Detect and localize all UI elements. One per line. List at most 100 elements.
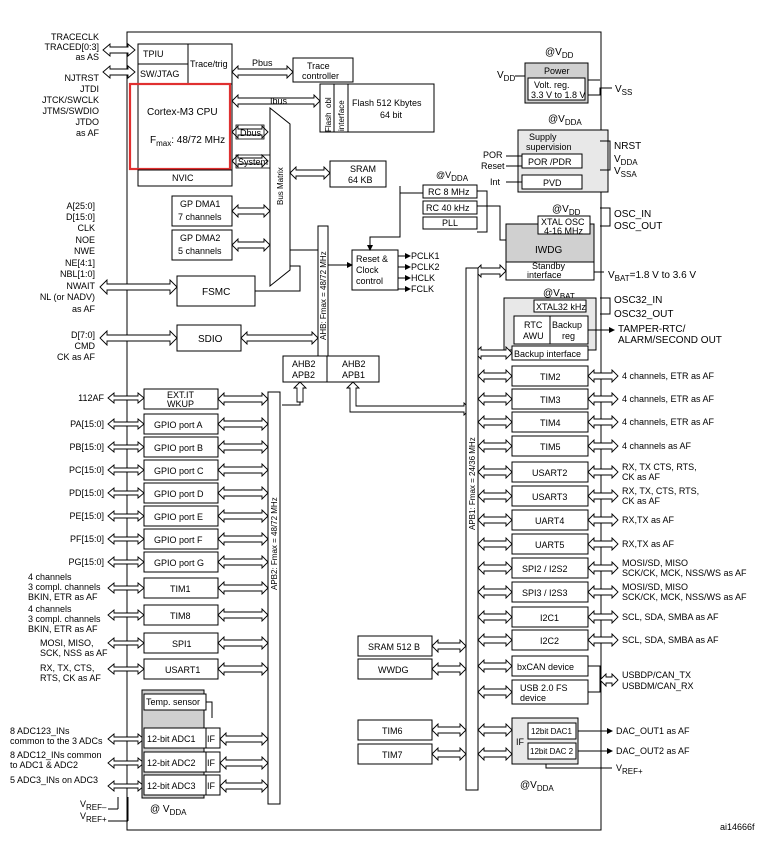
pin-pe: PE[15:0] <box>69 511 104 521</box>
pll-block <box>422 216 478 230</box>
nvic-block <box>137 169 233 187</box>
tim7-label: TIM7 <box>382 750 403 760</box>
dac1-block <box>527 722 577 740</box>
sig-usb-dm: USBDM/CAN_RX <box>622 681 694 691</box>
backup-reg-block <box>549 315 589 345</box>
trace-controller-label-1: Trace <box>307 61 330 71</box>
osc32-in-label: OSC32_IN <box>614 295 662 306</box>
usart2-label: USART2 <box>532 468 567 478</box>
hclk-label: HCLK <box>411 273 435 283</box>
sig-spi2-2: SCK/CK, MCK, NSS/WS as AF <box>622 568 747 578</box>
pin-vref-minus: VREF– <box>80 799 107 812</box>
pin-njtrst: NJTRST <box>65 73 100 83</box>
osc-out-label: OSC_OUT <box>614 221 662 232</box>
rc-40khz-block <box>422 200 478 215</box>
pin-tim8-1: 4 channels <box>28 604 72 614</box>
pin-fsmc-as-af: as AF <box>72 304 96 314</box>
ahb-label: AHB: Fmax = 48/72 MHz <box>319 251 328 340</box>
vdd-xtal-label: @VDD <box>552 204 581 217</box>
iwdg-label: IWDG <box>535 245 562 256</box>
flash-label-2: 64 bit <box>380 110 403 120</box>
pin-pc: PC[15:0] <box>69 465 104 475</box>
gpio-d-label: GPIO port D <box>154 489 204 499</box>
bxcan-label: bxCAN device <box>517 662 574 672</box>
ahb2-apb2-label-1: AHB2 <box>292 359 316 369</box>
sig-usart2-1: RX, TX CTS, RTS, <box>622 462 697 472</box>
spi1-label: SPI1 <box>172 639 192 649</box>
trace-controller-block <box>292 57 354 83</box>
apb2-label: APB2: Fmax = 48/72 MHz <box>270 497 279 590</box>
right-pin-labels: 4 channels, ETR as AF 4 channels, ETR as… <box>616 371 747 776</box>
apb2-bus <box>267 391 281 805</box>
pin-tim1-3: BKIN, ETR as AF <box>28 592 98 602</box>
bus-matrix-block <box>269 106 291 288</box>
sig-spi3-1: MOSI/SD, MISO <box>622 582 688 592</box>
sig-tim3: 4 channels, ETR as AF <box>622 394 715 404</box>
gpio-a-label: GPIO port A <box>154 420 203 430</box>
nrst-label: NRST <box>614 141 641 152</box>
flash-label-1: Flash 512 Kbytes <box>352 98 422 108</box>
pin-addr: A[25:0] <box>66 201 95 211</box>
nvic-label: NVIC <box>172 173 194 183</box>
sig-dac2: DAC_OUT2 as AF <box>616 746 690 756</box>
sig-tim5: 4 channels as AF <box>622 441 692 451</box>
por-pdr-label: POR /PDR <box>528 157 572 167</box>
vdd-top-label: @VDD <box>545 47 574 60</box>
apb2-peripherals: EXT.IT WKUP GPIO port A GPIO port B GPIO… <box>143 388 269 680</box>
tim8-label: TIM8 <box>170 611 191 621</box>
reset-clock-control-block <box>351 249 399 291</box>
trace-trig-label: Trace/trig <box>190 59 228 69</box>
pin-spi1-2: SCK, NSS as AF <box>40 648 108 658</box>
pin-adc3: 5 ADC3_INs on ADC3 <box>10 775 98 785</box>
gp-dma2-block <box>171 229 233 261</box>
adc2-if: IF <box>207 758 216 768</box>
system-label: System <box>238 157 268 167</box>
pbus-label: Pbus <box>252 58 273 68</box>
gp-dma1-label-1: GP DMA1 <box>180 199 220 209</box>
swjtag-label: SW/JTAG <box>140 69 179 79</box>
pin-ne: NE[4:1] <box>65 258 95 268</box>
supply-label-1: Supply <box>529 132 557 142</box>
rc-8mhz-label: RC 8 MHz <box>428 187 470 197</box>
sram64-block <box>329 160 387 188</box>
pin-spi1-1: MOSI, MISO, <box>40 638 94 648</box>
vdda-pin-label: VDDA <box>614 154 638 167</box>
xtal-osc-block <box>537 215 591 235</box>
vdda-dac-label: @VDDA <box>520 780 554 793</box>
ahb2-apb1-label-1: AHB2 <box>342 359 366 369</box>
pin-nbl: NBL[1:0] <box>60 269 95 279</box>
gp-dma1-label-2: 7 channels <box>178 212 222 222</box>
usb-label-2: device <box>520 693 546 703</box>
adc3-label: 12-bit ADC3 <box>147 781 196 791</box>
pin-sd-cmd: CMD <box>75 341 96 351</box>
pin-pd: PD[15:0] <box>69 488 104 498</box>
tim4-label: TIM4 <box>540 418 561 428</box>
cpu-label: Cortex-M3 CPU <box>147 107 218 118</box>
sdio-label: SDIO <box>198 334 223 345</box>
cortex-m3-cpu-block <box>137 83 233 171</box>
apb1-label: APB1: Fmax = 24/36 MHz <box>468 437 477 530</box>
gpio-f-label: GPIO port F <box>154 535 203 545</box>
left-pin-labels: TRACECLK TRACED[0:3] as AS NJTRST JTDI J… <box>10 32 108 824</box>
rtc-label-2: AWU <box>523 331 544 341</box>
flash-interface-label-2: interface <box>337 100 346 131</box>
pclk2-label: PCLK2 <box>411 262 440 272</box>
pin-jtdo: JTDO <box>76 117 100 127</box>
clock-outputs: PCLK1 PCLK2 HCLK FCLK <box>398 251 440 294</box>
dbus-arrow <box>231 124 269 140</box>
pin-traced: TRACED[0:3] <box>44 42 99 52</box>
pin-noe: NOE <box>75 235 95 245</box>
vdda-rc-label: @VDDA <box>436 170 469 183</box>
dac2-label: 12bit DAC 2 <box>530 747 574 756</box>
uart4-label: UART4 <box>535 516 564 526</box>
sig-vref-plus: VREF+ <box>616 763 643 776</box>
tim6-label: TIM6 <box>382 726 403 736</box>
rcc-label-1: Reset & <box>356 254 388 264</box>
adc1-label: 12-bit ADC1 <box>147 734 196 744</box>
pin-adc12-1: 8 ADC12_INs common <box>10 750 102 760</box>
rc-40khz-label: RC 40 kHz <box>426 203 470 213</box>
power-label: Power <box>544 66 570 76</box>
spi3-label: SPI3 / I2S3 <box>522 588 568 598</box>
gpio-b-label: GPIO port B <box>154 443 203 453</box>
